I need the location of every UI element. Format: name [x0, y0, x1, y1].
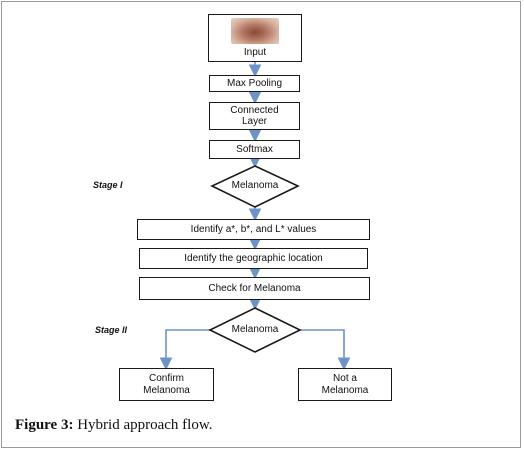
not-melanoma-node: Not a Melanoma: [298, 368, 392, 401]
caption-label: Figure 3:: [15, 417, 74, 433]
caption-text: Hybrid approach flow.: [77, 417, 213, 433]
melanoma-decision-1-label: Melanoma: [231, 180, 279, 191]
not-line1: Not a: [333, 373, 357, 384]
lesion-image: [231, 17, 279, 44]
connected-layer-line1: Connected: [230, 104, 279, 116]
not-line2: Melanoma: [321, 384, 369, 396]
identify-values-label: Identify a*, b*, and L* values: [190, 223, 317, 235]
input-label: Input: [243, 46, 267, 58]
arrow-diamond2-to-not: [300, 329, 351, 371]
arrow-diamond2-to-confirm: [159, 329, 210, 371]
softmax-node: Softmax: [209, 140, 300, 159]
identify-values-node: Identify a*, b*, and L* values: [137, 219, 370, 240]
connected-layer-line2: Layer: [241, 116, 267, 127]
connected-layer-node: Connected Layer: [209, 102, 300, 130]
identify-location-node: Identify the geographic location: [139, 248, 368, 269]
decision-diamond-1: [210, 165, 300, 208]
check-melanoma-node: Check for Melanoma: [139, 277, 370, 300]
confirm-line1: Confirm: [148, 373, 184, 384]
confirm-melanoma-node: Confirm Melanoma: [119, 368, 214, 401]
max-pooling-node: Max Pooling: [209, 75, 300, 92]
confirm-line2: Melanoma: [143, 384, 190, 396]
softmax-label: Softmax: [236, 143, 273, 155]
check-melanoma-label: Check for Melanoma: [208, 282, 301, 294]
stage-2-label: Stage II: [95, 325, 128, 335]
max-pooling-label: Max Pooling: [226, 77, 283, 89]
melanoma-decision-2-label: Melanoma: [231, 324, 279, 335]
figure-caption: Figure 3: Hybrid approach flow.: [15, 417, 212, 434]
input-node: Input: [208, 14, 302, 62]
stage-1-label: Stage I: [93, 180, 123, 190]
decision-diamond-2: [208, 307, 302, 353]
identify-location-label: Identify the geographic location: [184, 252, 323, 264]
